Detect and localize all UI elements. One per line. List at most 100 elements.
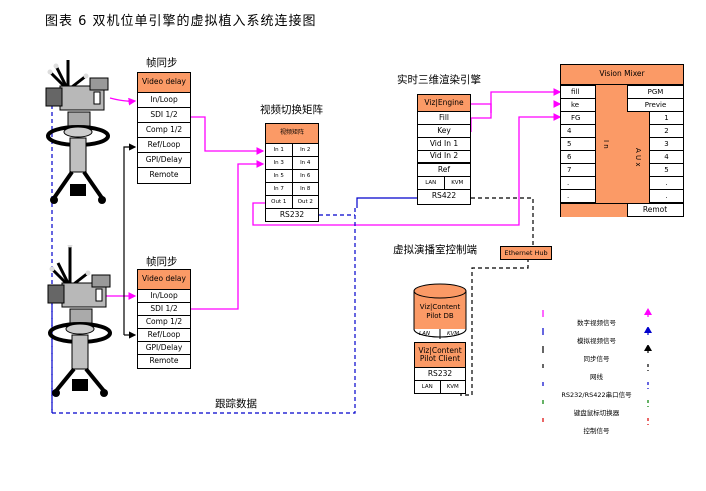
port: In 3 xyxy=(266,157,293,169)
mixer-input-port: 5 xyxy=(561,137,596,151)
wire-fs1-matrix xyxy=(191,116,265,155)
wire-sync-1 xyxy=(123,143,137,335)
database-icon xyxy=(413,283,467,339)
kvm-port: KVM xyxy=(446,384,459,390)
mixer-in-column: I n xyxy=(595,85,617,203)
mixer-input-port: 4 xyxy=(561,124,596,138)
legend-label: RS232/RS422串口信号 xyxy=(540,389,653,399)
wire-engine-serial xyxy=(356,197,417,208)
port: Out 2 xyxy=(297,199,313,205)
legend-label: 模拟视频信号 xyxy=(540,335,653,345)
wire-cam1-video xyxy=(109,97,137,106)
port: Out 1 xyxy=(266,196,293,208)
frame-sync-bottom-label: 帧同步 xyxy=(146,256,178,268)
wire-hub-client xyxy=(460,258,529,396)
mixer-aux-port: 2 xyxy=(649,124,683,138)
lan-port: LAN xyxy=(415,381,441,393)
port: SDI 1/2 xyxy=(138,108,190,123)
db-kvm-port: KVM xyxy=(447,331,460,337)
port: Ref xyxy=(418,164,470,177)
mixer-aux-port: 4 xyxy=(649,150,683,164)
mixer-remote: Remot xyxy=(627,203,683,216)
wire-fs2-matrix xyxy=(191,160,265,310)
port: Ref/Loop xyxy=(138,329,190,342)
port: In 6 xyxy=(300,173,311,179)
frame-sync-bottom: Video delay In/Loop SDI 1/2 Comp 1/2 Ref… xyxy=(137,269,191,369)
matrix-serial: RS232 xyxy=(279,209,305,219)
legend-label: 键盘鼠标切换器 xyxy=(540,407,653,417)
ethernet-hub: Ethernet Hub xyxy=(500,246,552,260)
mixer-aux-port: 3 xyxy=(649,137,683,151)
tracking-data-label: 跟踪数据 xyxy=(215,398,257,410)
legend-arrow-icon xyxy=(644,326,652,333)
port: In/Loop xyxy=(138,290,190,303)
matrix-label: 视频切换矩阵 xyxy=(260,104,323,116)
mixer-aux-port: . xyxy=(649,189,683,203)
mixer-input-port: 6 xyxy=(561,150,596,164)
port: Ref/Loop xyxy=(138,138,190,153)
frame-sync-top-label: 帧同步 xyxy=(146,57,178,69)
mixer-aux-port: 1 xyxy=(649,111,683,125)
port: In 7 xyxy=(266,183,293,195)
mixer-output-port: Previe xyxy=(627,98,683,112)
port: In/Loop xyxy=(138,93,190,108)
port: Comp 1/2 xyxy=(138,123,190,138)
legend-label: 控制信号 xyxy=(540,425,653,435)
mixer-input-port: . xyxy=(561,176,596,190)
port: Vid In 1 xyxy=(418,138,470,151)
port: GPI/Delay xyxy=(138,342,190,355)
port: In 2 xyxy=(300,147,311,153)
port: In 1 xyxy=(266,144,293,156)
legend-label: 网线 xyxy=(540,371,653,381)
kvm-port: KVM xyxy=(451,180,464,186)
mixer-footer xyxy=(561,203,628,217)
legend-arrow-icon xyxy=(644,344,652,351)
mixer-aux-port: 5 xyxy=(649,163,683,177)
mixer-aux-port: . xyxy=(649,176,683,190)
mixer-input-port: . xyxy=(561,189,596,203)
engine-label: 实时三维渲染引擎 xyxy=(397,74,481,86)
client-label: Viz|Content Pilot Client xyxy=(415,343,465,368)
client-serial: RS232 xyxy=(415,368,465,381)
engine-header: Viz|Engine xyxy=(418,95,470,112)
port: SDI 1/2 xyxy=(138,303,190,316)
legend-label: 数字视频信号 xyxy=(540,317,653,327)
figure-title: 图表 6 双机位单引擎的虚拟植入系统连接图 xyxy=(45,14,317,29)
port: GPI/Delay xyxy=(138,153,190,168)
port: In 4 xyxy=(300,160,311,166)
engine-serial: RS422 xyxy=(431,191,457,201)
db-label: Viz|Content Pilot DB xyxy=(419,303,461,321)
legend: 数字视频信号模拟视频信号同步信号网线 RS232/RS422串口信号键盘鼠标切换器… xyxy=(540,306,655,436)
viz-engine: Viz|Engine Fill Key Vid In 1 Vid In 2 Re… xyxy=(417,94,471,205)
mixer-input-port: fill xyxy=(561,85,596,99)
matrix-header: 视频矩阵 xyxy=(266,124,318,144)
mixer-input-port: FG xyxy=(561,111,596,125)
content-pilot-client: Viz|Content Pilot Client RS232 LAN KVM xyxy=(414,342,466,394)
camera-top xyxy=(38,60,118,220)
mixer-input-port: ke xyxy=(561,98,596,112)
port: Remote xyxy=(149,356,179,366)
port: Remote xyxy=(149,170,179,180)
control-room-label: 虚拟演播室控制端 xyxy=(393,244,477,256)
mixer-aux-column: A U x xyxy=(627,111,650,203)
wire-engine-fill xyxy=(471,103,492,119)
port: Vid In 2 xyxy=(418,151,470,164)
mixer-output-port: PGM xyxy=(627,85,683,99)
mixer-header: Vision Mixer xyxy=(561,65,683,85)
content-pilot-db: Viz|Content Pilot DB LAN KVM xyxy=(413,283,467,341)
tv-camera-icon xyxy=(45,60,110,204)
wire-engine-network xyxy=(471,197,534,245)
lan-port: LAN xyxy=(418,177,445,189)
port: Comp 1/2 xyxy=(138,316,190,329)
db-lan-port: LAN xyxy=(419,331,430,337)
wire-engine-mixer-fill xyxy=(490,88,562,113)
legend-label: 同步信号 xyxy=(540,353,653,363)
frame-sync-top: Video delay In/Loop SDI 1/2 Comp 1/2 Ref… xyxy=(137,72,191,184)
mixer-input-port: 7 xyxy=(561,163,596,177)
port: In 5 xyxy=(266,170,293,182)
frame-sync-header: Video delay xyxy=(138,73,190,93)
tv-camera-icon xyxy=(47,242,112,397)
